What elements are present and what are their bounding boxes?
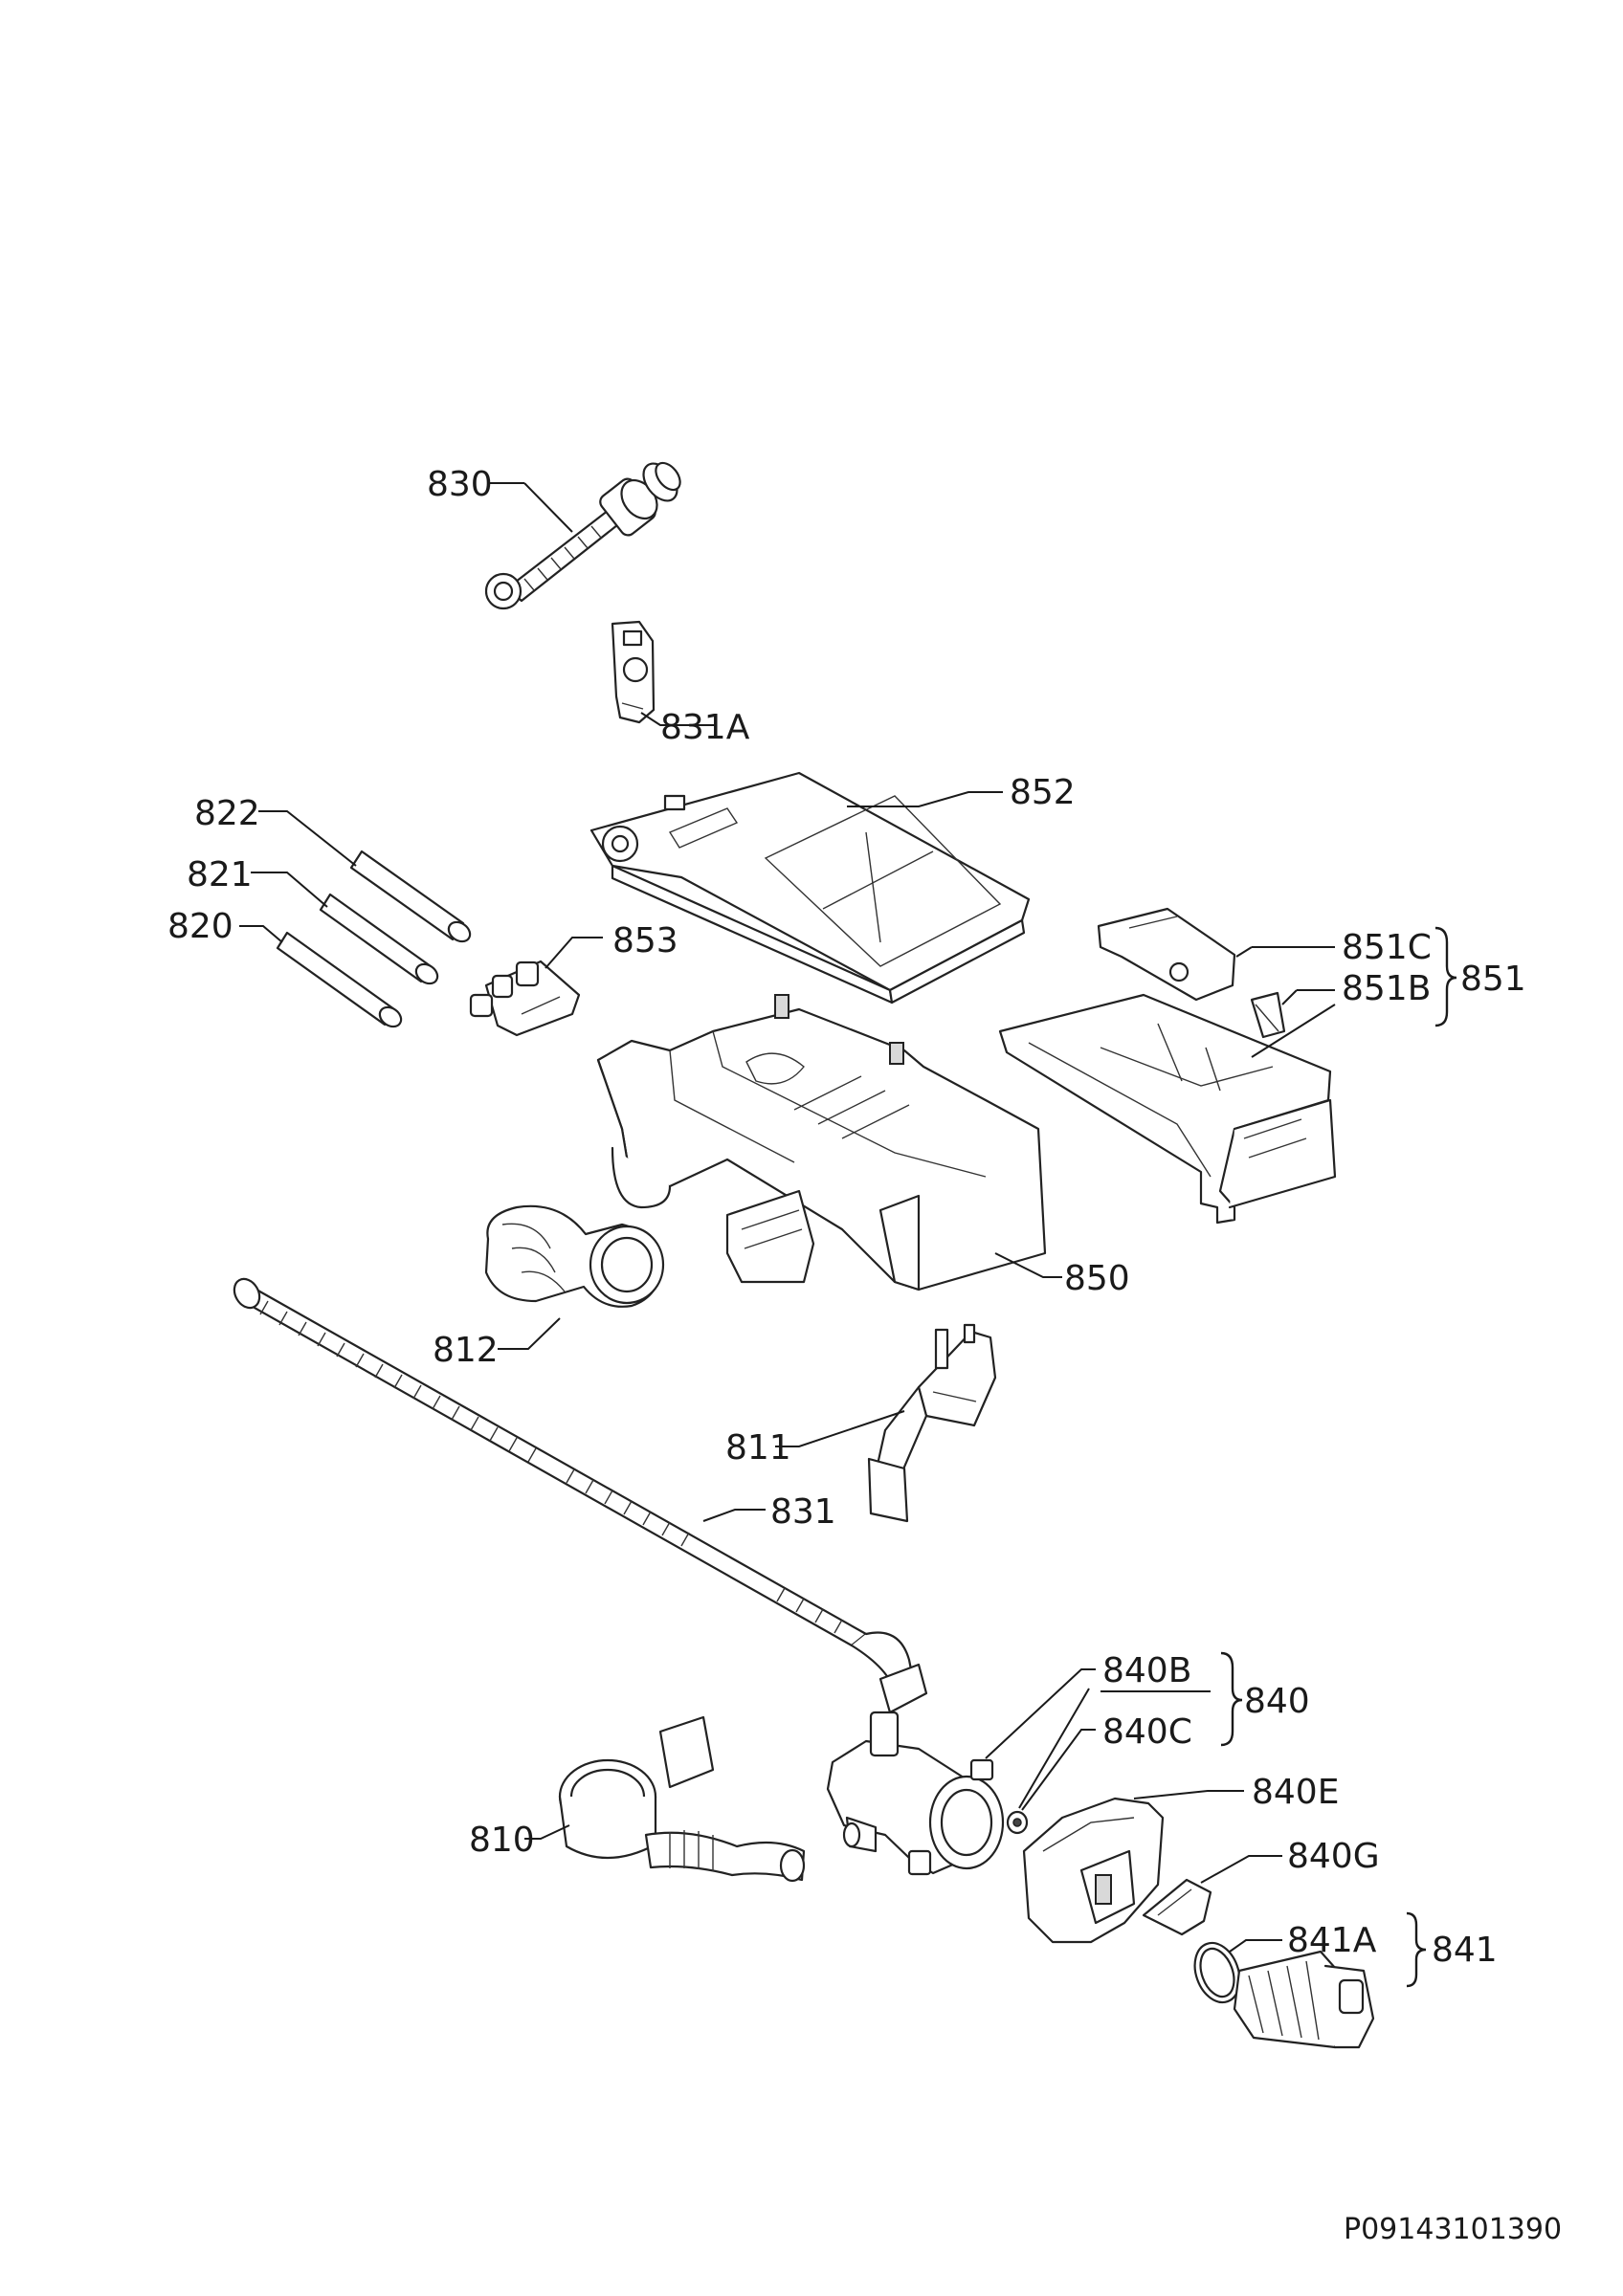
document-code: P09143101390: [1344, 2213, 1562, 2246]
part-840-drain-pump[interactable]: [826, 1711, 1005, 1876]
label-840B: 840B: [1102, 1651, 1191, 1690]
part-853-inlet-valve[interactable]: [469, 960, 581, 1037]
brace-841: [1406, 1911, 1427, 1988]
label-850: 850: [1064, 1259, 1130, 1298]
part-831A-hose-bracket[interactable]: [611, 620, 656, 724]
leader-840B: [985, 1668, 1096, 1759]
part-852-dispenser-cover[interactable]: [589, 771, 1031, 1004]
leader-851: [1251, 1004, 1336, 1058]
part-822-tube[interactable]: [349, 850, 474, 945]
leader-840B-c: [1018, 1688, 1090, 1809]
label-840G: 840G: [1287, 1837, 1380, 1876]
label-831: 831: [770, 1492, 836, 1532]
label-852: 852: [1010, 773, 1076, 812]
label-840C: 840C: [1102, 1712, 1192, 1752]
label-811: 811: [725, 1428, 791, 1468]
label-840E: 840E: [1252, 1773, 1339, 1812]
part-851-detergent-drawer[interactable]: [998, 993, 1337, 1225]
leader-840C: [1021, 1729, 1096, 1811]
label-810: 810: [469, 1821, 535, 1860]
label-851: 851: [1460, 960, 1526, 999]
label-840: 840: [1244, 1682, 1310, 1721]
part-831-drain-hose[interactable]: [230, 1274, 928, 1714]
part-840E-pump-cover[interactable]: [1022, 1797, 1165, 1944]
brace-840: [1220, 1651, 1243, 1747]
part-820-tube[interactable]: [276, 931, 405, 1030]
label-851B: 851B: [1342, 969, 1431, 1008]
leader-831A: [640, 712, 716, 726]
leader-821: [251, 872, 328, 908]
leader-840G: [1200, 1855, 1282, 1884]
part-811-hose-fitting[interactable]: [867, 1323, 997, 1523]
part-840C-pump-cap[interactable]: [1006, 1810, 1029, 1835]
part-812-bellow-hose[interactable]: [484, 1204, 665, 1308]
part-840G-flap[interactable]: [1142, 1878, 1212, 1936]
leader-850: [994, 1252, 1062, 1278]
leader-831: [702, 1509, 766, 1522]
leader-851B: [1281, 989, 1298, 1005]
leader-851C: [1235, 946, 1253, 958]
part-850-dispenser-housing[interactable]: [596, 994, 1047, 1292]
label-822: 822: [194, 794, 260, 833]
label-831A: 831A: [660, 708, 750, 747]
leader-822: [258, 810, 357, 867]
part-851C-drawer-cap[interactable]: [1097, 907, 1236, 1002]
leader-820: [239, 925, 283, 943]
label-820: 820: [167, 907, 233, 946]
leader-852: [847, 791, 1003, 807]
label-841A: 841A: [1287, 1921, 1377, 1960]
part-841A-o-ring[interactable]: [1187, 1936, 1247, 2008]
label-853: 853: [612, 921, 678, 960]
label-841: 841: [1432, 1931, 1498, 1970]
leader-810: [524, 1824, 570, 1840]
leader-811: [775, 1410, 905, 1447]
leader-841A: [1229, 1939, 1282, 1953]
leader-812: [498, 1317, 561, 1350]
label-821: 821: [187, 855, 253, 894]
part-851B-siphon-clip[interactable]: [1250, 991, 1286, 1039]
part-840B-pump-seal[interactable]: [969, 1758, 994, 1781]
label-830: 830: [427, 465, 493, 504]
part-830-inlet-hose[interactable]: [484, 457, 685, 610]
leader-830b: [523, 482, 573, 533]
label-812: 812: [433, 1331, 499, 1370]
leader-840E: [1133, 1790, 1244, 1799]
part-810-sump-hose[interactable]: [558, 1715, 806, 1883]
part-841-pump-filter[interactable]: [1233, 1950, 1375, 2049]
brace-851: [1434, 926, 1457, 1027]
leader-853: [545, 937, 603, 969]
label-851C: 851C: [1342, 928, 1432, 967]
